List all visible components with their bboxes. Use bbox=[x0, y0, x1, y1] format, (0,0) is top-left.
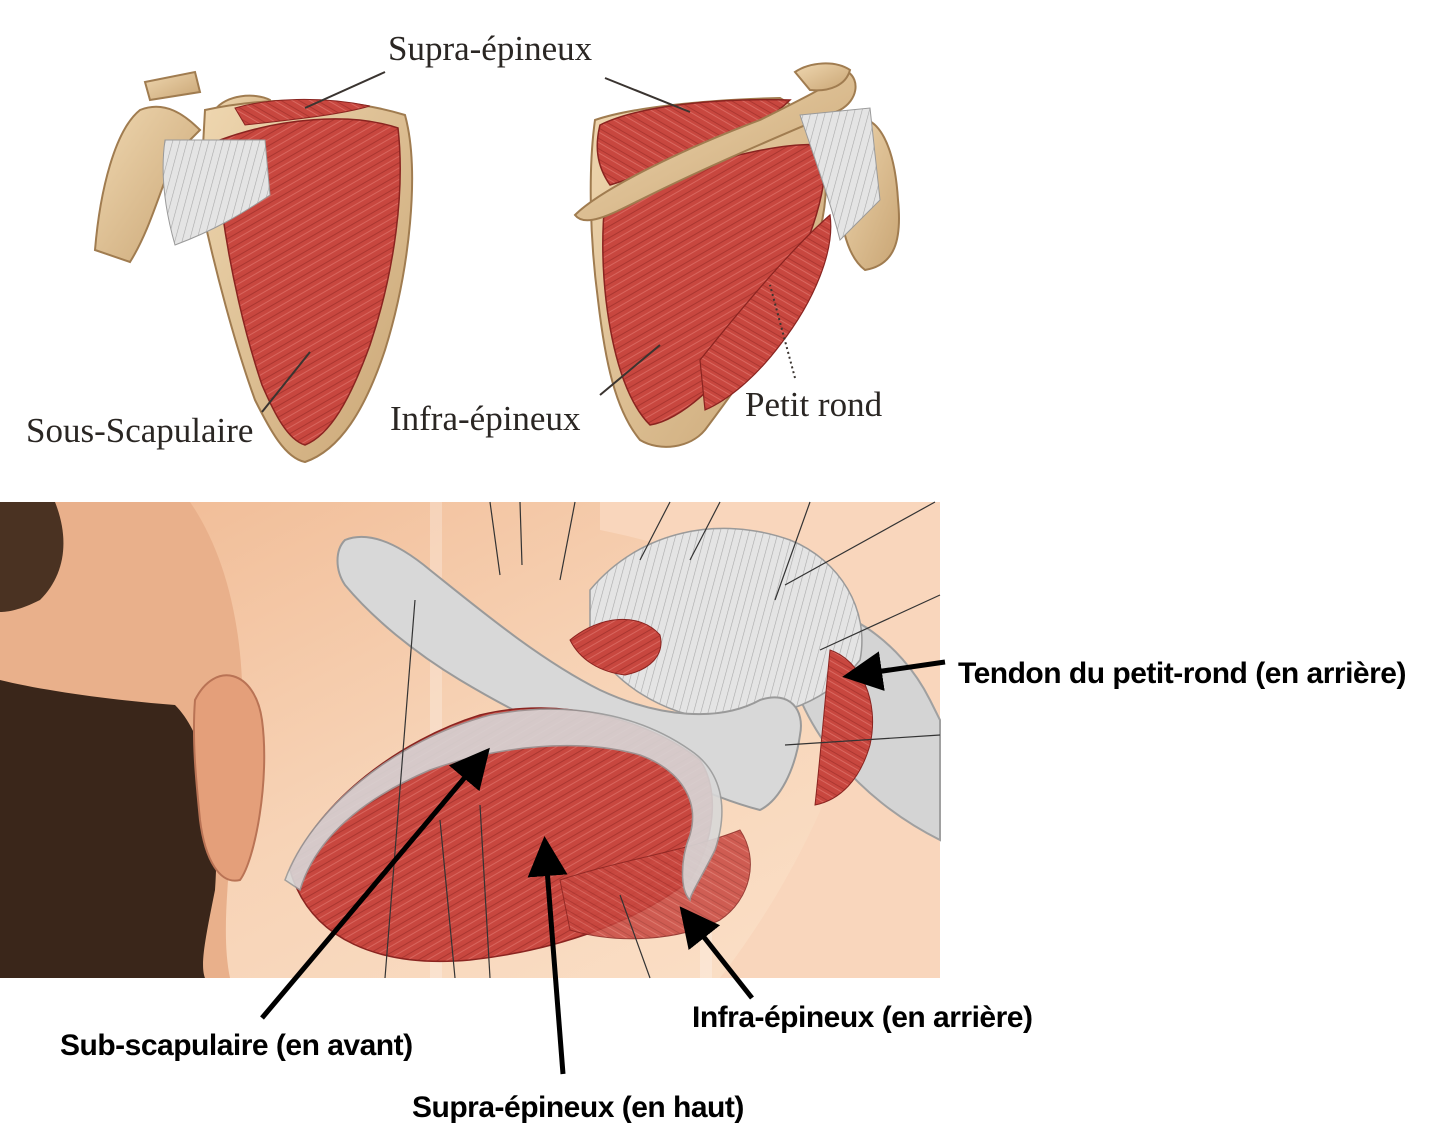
cuff-tendon-posterior bbox=[799, 107, 881, 241]
subscapularis-tendon bbox=[162, 139, 271, 246]
ear bbox=[192, 674, 266, 882]
label-supra-epineux-top: Supra-épineux bbox=[388, 29, 593, 68]
supra-leader-line-right bbox=[604, 77, 691, 113]
anterior-scapula-illustration bbox=[93, 70, 414, 464]
arrow-sub-scapulaire bbox=[260, 747, 490, 1020]
sous-scap-leader-line bbox=[261, 351, 311, 413]
hair-beard bbox=[0, 680, 217, 978]
scapular-spine-superior bbox=[336, 535, 802, 812]
label-sub-scapulaire: Sub-scapulaire (en avant) bbox=[60, 1029, 413, 1062]
infra-leader-line bbox=[599, 344, 661, 396]
figure-leader-lines bbox=[384, 501, 941, 979]
subscapularis-superior-muscle bbox=[569, 618, 662, 676]
label-tendon-petit-rond: Tendon du petit-rond (en arrière) bbox=[958, 657, 1406, 690]
arrow-infra-epineux bbox=[679, 906, 754, 1000]
scapular-spine-bone bbox=[573, 70, 857, 222]
teres-minor-muscle bbox=[699, 213, 832, 411]
arrow-supra-epineux bbox=[527, 836, 568, 1075]
supra-leader-line-left bbox=[304, 71, 386, 109]
subscapularis-muscle bbox=[219, 118, 401, 446]
posterior-scapula-illustration bbox=[573, 62, 900, 448]
label-supra-epineux-bottom: Supra-épineux (en haut) bbox=[412, 1091, 744, 1124]
label-petit-rond: Petit rond bbox=[745, 385, 883, 424]
acromion-posterior-bone bbox=[793, 62, 852, 92]
label-sous-scapulaire: Sous-Scapulaire bbox=[26, 411, 253, 450]
supraspinatus-top-muscle bbox=[234, 98, 371, 126]
arrow-tendon-petit-rond bbox=[842, 651, 946, 691]
label-infra-epineux-top: Infra-épineux bbox=[390, 399, 581, 438]
label-infra-epineux-bottom: Infra-épineux (en arrière) bbox=[692, 1001, 1032, 1034]
acromion-bone bbox=[143, 70, 202, 102]
petit-rond-leader-line bbox=[769, 284, 796, 379]
superior-shoulder-illustration bbox=[0, 501, 941, 979]
hair-top bbox=[0, 502, 64, 612]
